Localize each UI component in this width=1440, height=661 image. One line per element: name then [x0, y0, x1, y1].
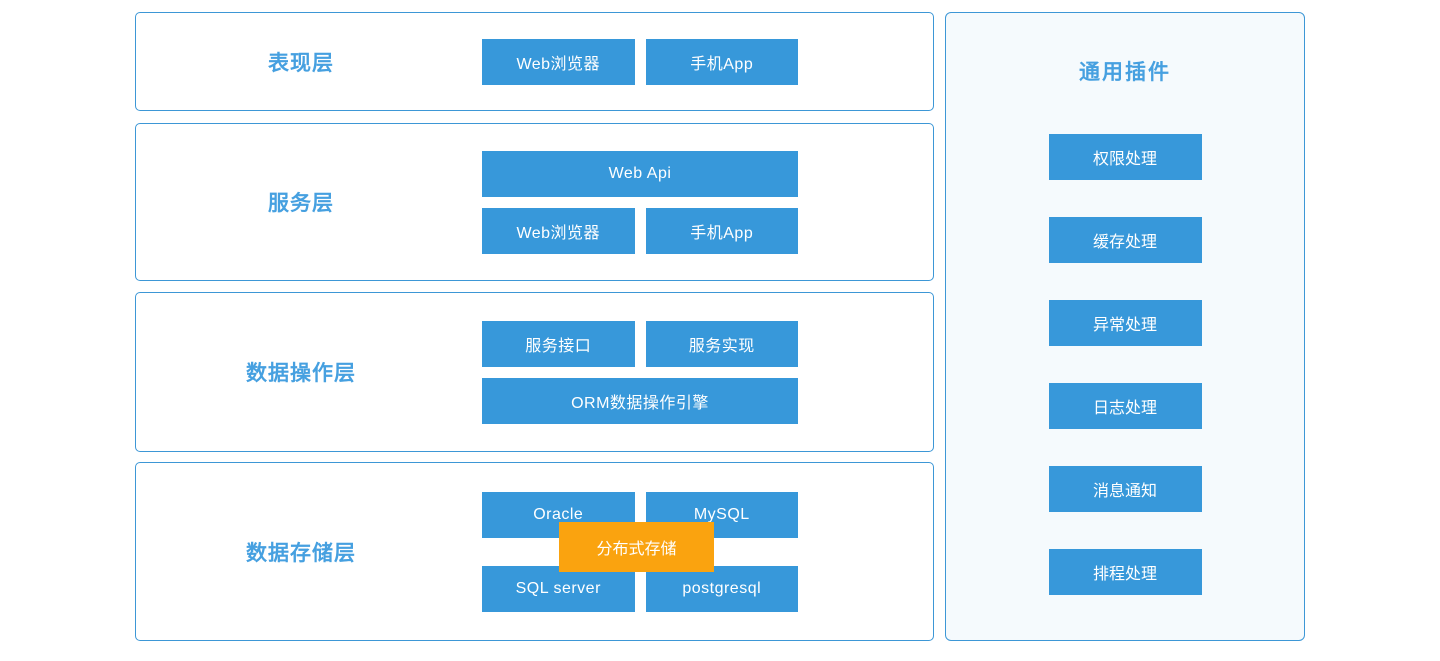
node-permission-handling: 权限处理 [1048, 134, 1202, 180]
node-service-implementation: 服务实现 [645, 320, 798, 367]
node-postgresql: postgresql [645, 565, 798, 612]
node-row: Web浏览器 手机App [482, 207, 798, 254]
node-row: Web浏览器 手机App [482, 38, 798, 85]
layer-title-data-storage: 数据存储层 [246, 541, 356, 565]
layer-title-data-operation: 数据操作层 [246, 362, 356, 385]
layer-title-presentation: 表现层 [268, 51, 334, 75]
node-schedule-handling: 排程处理 [1048, 549, 1202, 595]
node-sql-server: SQL server [482, 565, 635, 612]
node-row: Web Api [482, 150, 798, 197]
node-message-notification: 消息通知 [1048, 466, 1202, 512]
layer-box-data-operation: 数据操作层 服务接口 服务实现 ORM数据操作引擎 [135, 292, 934, 452]
node-service-interface: 服务接口 [482, 320, 635, 367]
plugins-panel: 通用插件 权限处理 缓存处理 异常处理 日志处理 消息通知 排程处理 [945, 12, 1305, 641]
node-cache-handling: 缓存处理 [1048, 217, 1202, 263]
node-row: SQL server postgresql [482, 565, 798, 612]
layer-box-presentation: 表现层 Web浏览器 手机App [135, 12, 934, 111]
node-web-browser: Web浏览器 [482, 38, 635, 85]
plugins-panel-title: 通用插件 [1079, 61, 1171, 84]
node-log-handling: 日志处理 [1048, 383, 1202, 429]
layer-box-service: 服务层 Web Api Web浏览器 手机App [135, 123, 934, 281]
plugins-list: 权限处理 缓存处理 异常处理 日志处理 消息通知 排程处理 [1048, 134, 1202, 595]
layer-nodes: Web Api Web浏览器 手机App [482, 124, 798, 280]
node-mobile-app: 手机App [645, 207, 798, 254]
node-row: 服务接口 服务实现 [482, 320, 798, 367]
node-oracle: Oracle [482, 491, 635, 538]
layer-title-service: 服务层 [268, 192, 334, 215]
node-distributed-storage: 分布式存储 [559, 522, 714, 572]
layer-nodes: 服务接口 服务实现 ORM数据操作引擎 [482, 293, 798, 451]
node-row: ORM数据操作引擎 [482, 377, 798, 424]
node-mobile-app: 手机App [645, 38, 798, 85]
node-web-browser: Web浏览器 [482, 207, 635, 254]
layer-box-data-storage: 数据存储层 Oracle MySQL SQL server postgresql… [135, 462, 934, 641]
node-orm-engine: ORM数据操作引擎 [482, 377, 798, 424]
node-web-api: Web Api [482, 150, 798, 197]
node-exception-handling: 异常处理 [1048, 300, 1202, 346]
layer-nodes: Web浏览器 手机App [482, 13, 798, 110]
